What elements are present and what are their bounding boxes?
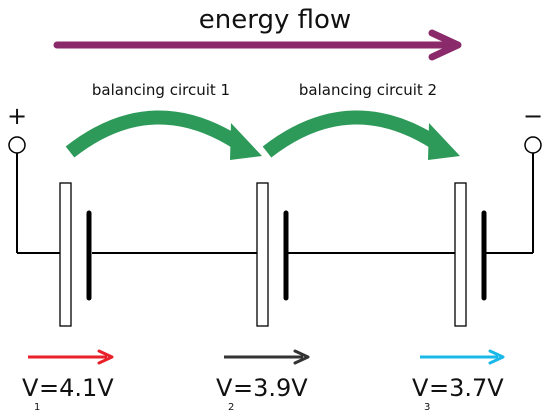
cell-1-voltage-value: =4.1V bbox=[39, 374, 114, 402]
positive-terminal-label: + bbox=[7, 102, 27, 130]
cell-1-positive-plate bbox=[59, 182, 72, 327]
energy-flow-arrow bbox=[53, 29, 462, 61]
energy-flow-title: energy flow bbox=[199, 5, 351, 35]
cell-2 bbox=[256, 182, 289, 327]
cell-1-voltage-label: V 1 =4.1V bbox=[22, 374, 114, 413]
balancing-circuit-1-label: balancing circuit 1 bbox=[92, 81, 230, 99]
cell-3-voltage-symbol: V bbox=[412, 374, 429, 402]
cell-3-voltage-label: V 3 =3.7V bbox=[412, 374, 504, 413]
cell-2-voltage-label: V 2 =3.9V bbox=[216, 374, 308, 413]
cell-1-voltage-arrow bbox=[28, 349, 114, 365]
balancing-arrow-1 bbox=[65, 110, 262, 160]
cell-3-voltage-subscript: 3 bbox=[424, 402, 430, 413]
cell-3-positive-plate bbox=[454, 182, 467, 327]
balancing-circuit-2-label: balancing circuit 2 bbox=[299, 81, 437, 99]
cell-1-voltage-subscript: 1 bbox=[34, 402, 40, 413]
negative-terminal-label: − bbox=[523, 102, 543, 130]
positive-terminal bbox=[8, 136, 26, 154]
cell-1 bbox=[59, 182, 92, 327]
cell-3-voltage-value: =3.7V bbox=[429, 374, 504, 402]
cell-3-voltage-arrow bbox=[420, 349, 505, 365]
cell-2-positive-plate bbox=[256, 182, 269, 327]
cell-2-voltage-subscript: 2 bbox=[228, 402, 234, 413]
cell-2-voltage-arrow bbox=[224, 349, 310, 365]
cell-2-voltage-symbol: V bbox=[216, 374, 233, 402]
cell-3 bbox=[454, 182, 487, 327]
balancing-arrow-2 bbox=[262, 110, 460, 160]
negative-terminal bbox=[524, 136, 542, 154]
cell-1-voltage-symbol: V bbox=[22, 374, 39, 402]
cell-2-voltage-value: =3.9V bbox=[233, 374, 308, 402]
